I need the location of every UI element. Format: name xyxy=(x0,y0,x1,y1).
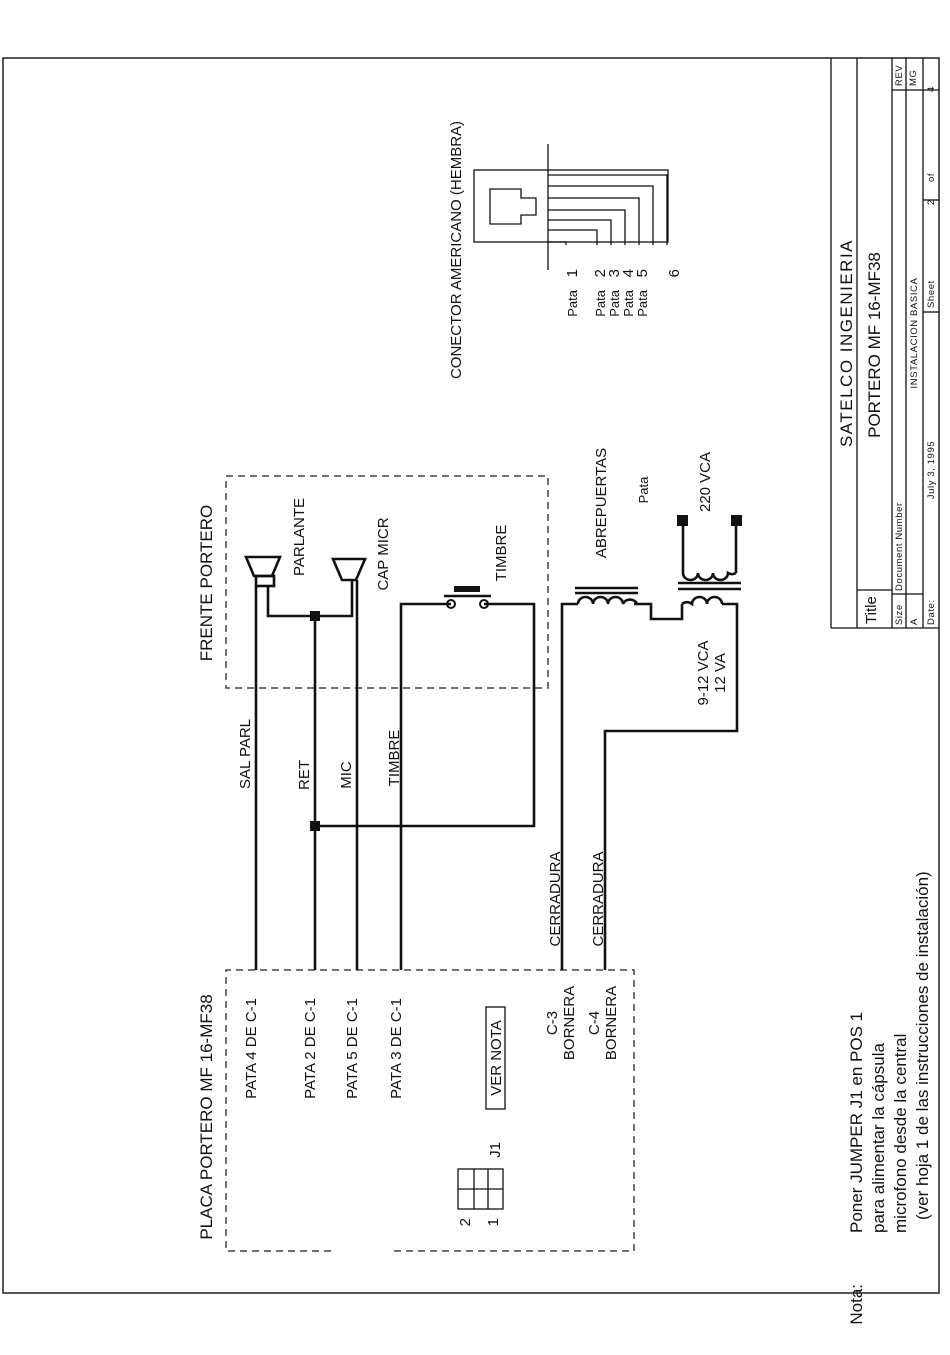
nota-line-2: para alimentar la cápsula xyxy=(869,1043,888,1233)
abrepuertas-label: ABREPUERTAS xyxy=(593,448,610,558)
parlante-label: PARLANTE xyxy=(291,498,308,576)
placa-portero-box xyxy=(225,969,635,1252)
conn-pata-4: Pata xyxy=(621,289,636,317)
connector-title: CONECTOR AMERICANO (HEMBRA) xyxy=(448,121,465,379)
sheet-label: Sheet xyxy=(926,280,937,308)
c3-label: C-3 xyxy=(544,1011,561,1035)
transformer-icon xyxy=(678,570,741,607)
placa-portero-title: PLACA PORTERO MF 16-MF38 xyxy=(197,994,216,1239)
pin-label-timbre: PATA 3 DE C-1 xyxy=(388,998,405,1099)
jumper-label: J1 xyxy=(487,1142,504,1158)
conn-pata-1: Pata xyxy=(565,289,580,317)
wire-mic-label: MIC xyxy=(338,761,355,789)
company-name: SATELCO INGENIERIA xyxy=(837,239,856,447)
ver-nota-box xyxy=(485,1006,506,1110)
jumper-pos-1: 1 xyxy=(485,1218,502,1226)
sheet-value: 2 xyxy=(926,199,937,205)
cap-micr-label: CAP MICR xyxy=(375,517,392,590)
wire-timbre-label: TIMBRE xyxy=(386,730,403,787)
doc-number: INSTALACION BASICA xyxy=(909,277,920,388)
abrepuertas-coil-icon xyxy=(575,586,639,605)
frente-portero-title: FRENTE PORTERO xyxy=(197,505,216,661)
rj-connector xyxy=(473,144,669,270)
nota-line-4: (ver hoja 1 de las instrucciones de inst… xyxy=(913,871,932,1220)
secondary-power-label: 12 VA xyxy=(712,653,729,693)
conn-pin-4: 4 xyxy=(620,269,637,277)
drawing-title: PORTERO MF 16-MF38 xyxy=(865,252,884,438)
microphone-icon xyxy=(331,557,367,582)
conn-pin-5: 5 xyxy=(634,269,651,277)
conn-pata-2: Pata xyxy=(593,289,608,317)
rev-value: MG xyxy=(908,69,919,86)
page-frame xyxy=(2,57,940,1294)
speaker-icon xyxy=(244,555,282,588)
conn-pin-1: 1 xyxy=(564,269,581,277)
of-label: of xyxy=(926,173,937,182)
conn-pin-6: 6 xyxy=(666,269,683,277)
title-label: Title xyxy=(863,596,880,624)
conn-pin-3: 3 xyxy=(606,269,623,277)
jumper-j1-icon xyxy=(457,1168,504,1210)
doc-number-label: Document Number xyxy=(894,502,905,591)
conn-pata-5: Pata xyxy=(635,289,650,317)
pin-label-ret: PATA 2 DE C-1 xyxy=(302,998,319,1099)
c4-bornera-label: BORNERA xyxy=(603,986,620,1060)
wire-ret-label: RET xyxy=(296,760,313,790)
secondary-voltage-label: 9-12 VCA xyxy=(695,640,712,705)
jumper-pos-2: 2 xyxy=(457,1218,474,1226)
c4-label: C-4 xyxy=(586,1011,603,1035)
timbre-button-label: TIMBRE xyxy=(493,525,510,582)
c3-bornera-label: BORNERA xyxy=(561,986,578,1060)
nota-prefix: Nota: xyxy=(847,1284,866,1325)
transformer-pata-label: Pata xyxy=(636,476,651,504)
frente-portero-box xyxy=(225,475,549,689)
rev-label: REV xyxy=(894,65,905,86)
wire-cerradura-1-label: CERRADURA xyxy=(547,851,564,946)
pin-label-mic: PATA 5 DE C-1 xyxy=(344,998,361,1099)
conn-pin-2: 2 xyxy=(592,269,609,277)
conn-pata-3: Pata xyxy=(607,289,622,317)
wire-sal-parl-label: SAL PARL xyxy=(237,719,254,789)
title-block: SATELCO INGENIERIA PORTERO MF 16-MF38 Ti… xyxy=(830,58,939,629)
primary-voltage-label: 220 VCA xyxy=(697,452,714,512)
ver-nota-label: VER NOTA xyxy=(488,1020,505,1096)
date-value: July 3, 1995 xyxy=(926,441,937,499)
size-label: Size xyxy=(894,604,905,625)
size-value: A xyxy=(909,618,920,625)
nota-line-3: microfono desde la central xyxy=(891,1034,910,1233)
of-value: 4 xyxy=(926,86,937,92)
wire-cerradura-2-label: CERRADURA xyxy=(590,851,607,946)
date-label: Date: xyxy=(926,599,937,625)
wiring xyxy=(254,515,742,970)
nota-line-1: Poner JUMPER J1 en POS 1 xyxy=(847,1012,866,1233)
pushbutton-icon xyxy=(444,586,491,609)
pin-label-sal-parl: PATA 4 DE C-1 xyxy=(243,998,260,1099)
